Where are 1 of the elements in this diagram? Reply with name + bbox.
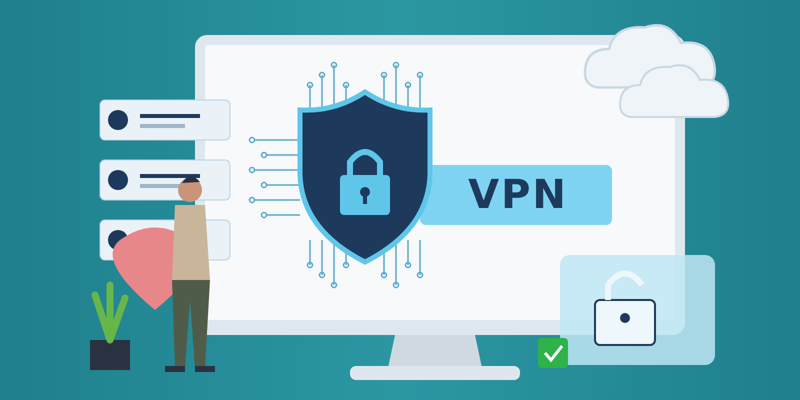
vpn-label: VPN: [468, 172, 568, 218]
